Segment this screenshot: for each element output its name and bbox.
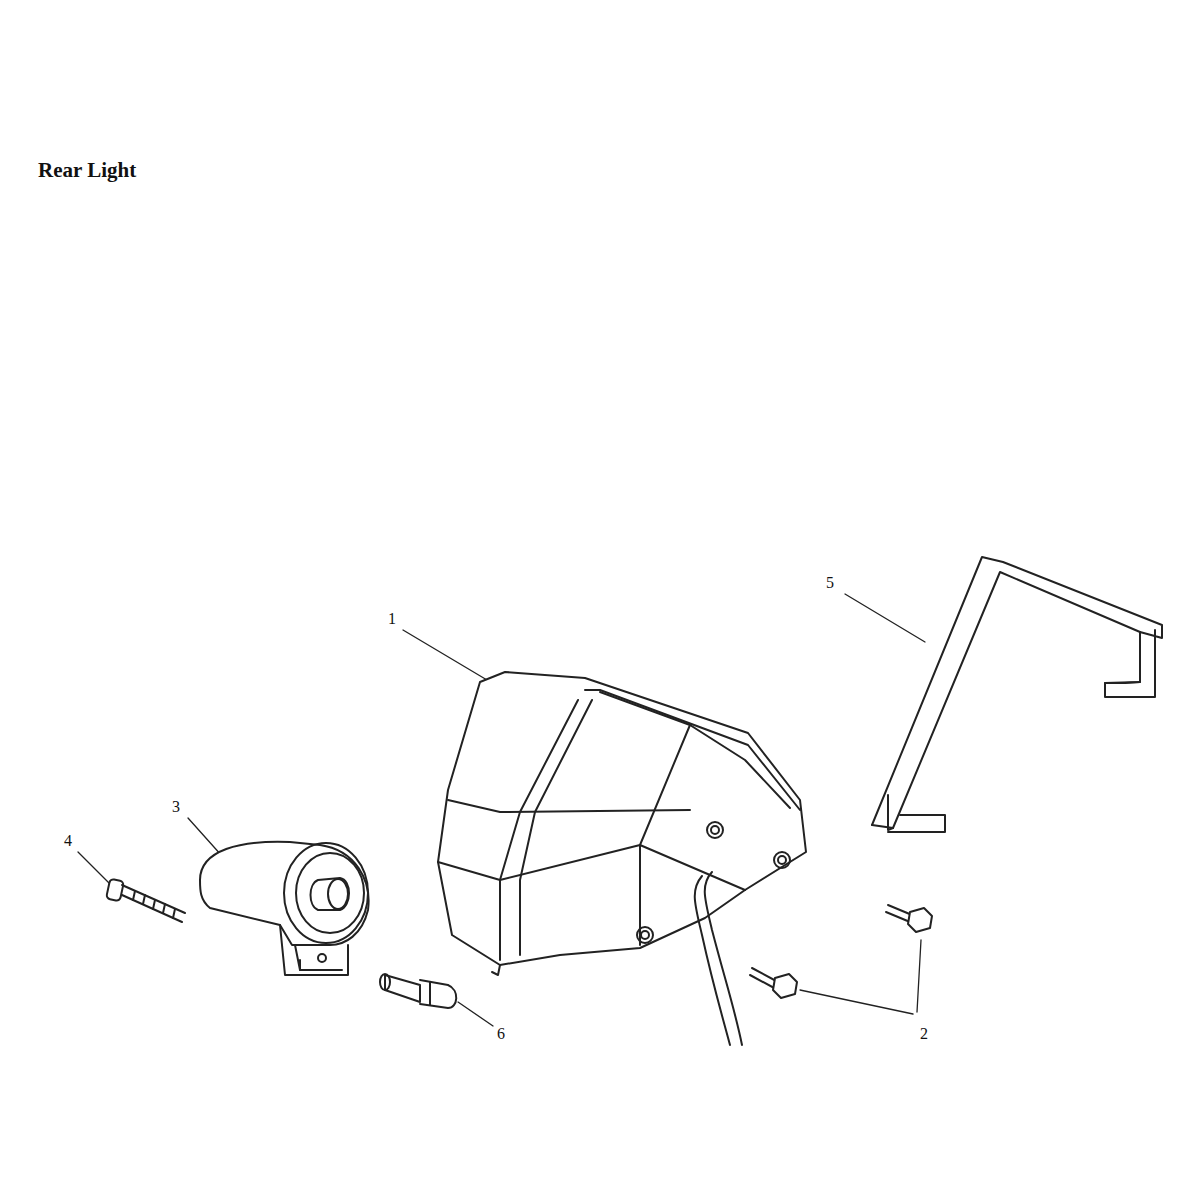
bulb [380,974,456,1008]
leader-lines [78,594,925,1026]
callout-number: 5 [826,574,834,592]
lens [200,842,369,975]
callout-number: 4 [64,832,72,850]
callout-number: 1 [388,610,396,628]
bracket [872,557,1162,832]
callout-number: 2 [920,1025,928,1043]
housing [438,672,806,975]
screw [106,879,185,922]
bolts [750,905,932,998]
callout-number: 6 [497,1025,505,1043]
callout-number: 3 [172,798,180,816]
diagram-title: Rear Light [38,158,136,183]
